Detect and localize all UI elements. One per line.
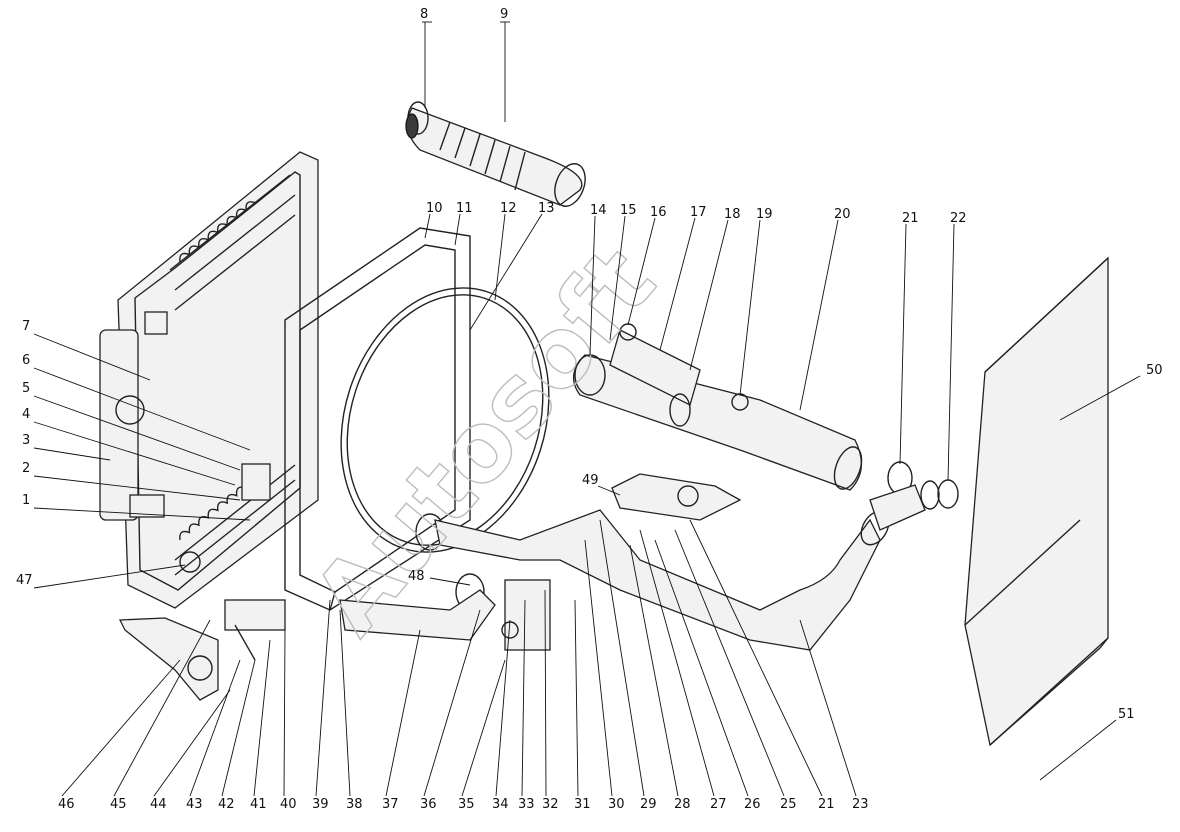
mounting-bracket xyxy=(611,473,742,521)
callout-45: 45 xyxy=(110,797,127,812)
callout-15: 15 xyxy=(620,203,637,218)
screen-panel xyxy=(964,256,1109,747)
callout-9: 9 xyxy=(500,7,508,22)
callout-47: 47 xyxy=(16,573,33,588)
callout-30: 30 xyxy=(608,797,625,812)
flex-hose xyxy=(406,101,586,207)
callout-18: 18 xyxy=(724,207,741,222)
fan-ring xyxy=(340,287,550,553)
callout-27: 27 xyxy=(710,797,727,812)
radiator-assembly xyxy=(99,151,319,609)
callout-1: 1 xyxy=(22,493,30,508)
callout-37: 37 xyxy=(382,797,399,812)
callouts: 8 9 10 11 12 13 14 15 16 17 18 19 20 21 … xyxy=(16,7,1163,812)
callout-40: 40 xyxy=(280,797,297,812)
callout-13: 13 xyxy=(538,201,555,216)
callout-26: 26 xyxy=(744,797,761,812)
callout-46: 46 xyxy=(58,797,75,812)
callout-11: 11 xyxy=(456,201,473,216)
upper-pipe xyxy=(573,323,863,491)
callout-6: 6 xyxy=(22,353,30,368)
callout-41: 41 xyxy=(250,797,267,812)
callout-51: 51 xyxy=(1118,707,1135,722)
callout-34: 34 xyxy=(492,797,509,812)
engine-mount-bracket xyxy=(118,579,551,701)
callout-33: 33 xyxy=(518,797,535,812)
callout-2: 2 xyxy=(22,461,30,476)
callout-25: 25 xyxy=(780,797,797,812)
callout-50: 50 xyxy=(1146,363,1163,378)
callout-8: 8 xyxy=(420,7,428,22)
callout-17: 17 xyxy=(690,205,707,220)
callout-31: 31 xyxy=(574,797,591,812)
callout-39: 39 xyxy=(312,797,329,812)
callout-42: 42 xyxy=(218,797,235,812)
callout-38: 38 xyxy=(346,797,363,812)
callout-49: 49 xyxy=(582,473,599,488)
callout-22: 22 xyxy=(950,211,967,226)
callout-29: 29 xyxy=(640,797,657,812)
callout-12: 12 xyxy=(500,201,517,216)
callout-3: 3 xyxy=(22,433,30,448)
callout-7: 7 xyxy=(22,319,30,334)
callout-28: 28 xyxy=(674,797,691,812)
callout-21-bottom: 21 xyxy=(818,797,835,812)
callout-4: 4 xyxy=(22,407,30,422)
callout-23: 23 xyxy=(852,797,869,812)
lower-pipe xyxy=(339,480,940,651)
callout-32: 32 xyxy=(542,797,559,812)
callout-36: 36 xyxy=(420,797,437,812)
callout-20: 20 xyxy=(834,207,851,222)
callout-43: 43 xyxy=(186,797,203,812)
fan-shroud-frame xyxy=(284,227,471,611)
callout-19: 19 xyxy=(756,207,773,222)
callout-44: 44 xyxy=(150,797,167,812)
callout-10: 10 xyxy=(426,201,443,216)
callout-21-top: 21 xyxy=(902,211,919,226)
callout-48: 48 xyxy=(408,569,425,584)
callout-14: 14 xyxy=(590,203,607,218)
callout-16: 16 xyxy=(650,205,667,220)
callout-5: 5 xyxy=(22,381,30,396)
callout-35: 35 xyxy=(458,797,475,812)
